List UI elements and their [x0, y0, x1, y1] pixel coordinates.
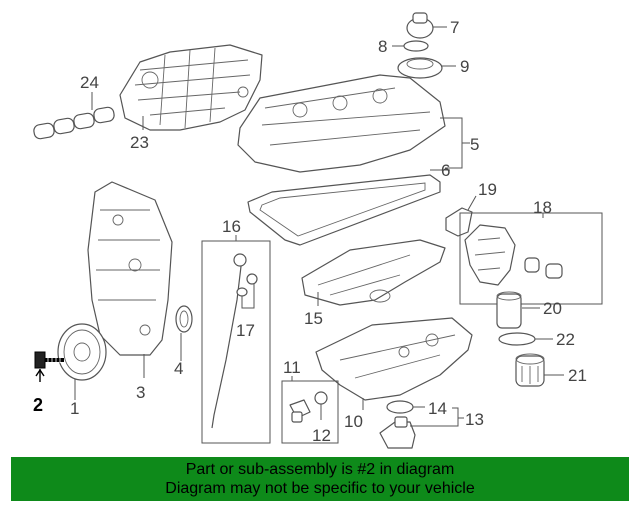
callout-2: 2: [33, 395, 43, 415]
callout-22: 22: [556, 330, 575, 349]
oil-filter-housing: [464, 224, 516, 286]
filler-neck: [397, 57, 443, 79]
cap-seal: [403, 40, 429, 52]
valve-cover: [237, 74, 446, 173]
crankshaft-bolt: [34, 351, 64, 369]
callout-15: 15: [304, 309, 323, 328]
callout-3: 3: [136, 383, 145, 402]
banner-line-1: Part or sub-assembly is #2 in diagram: [185, 461, 455, 478]
crankshaft-pulley: [57, 323, 107, 381]
oil-filter-cap: [515, 353, 545, 387]
drain-plug-gasket: [314, 391, 328, 405]
housing-plugs: [524, 257, 563, 279]
callout-12: 12: [312, 426, 331, 445]
callout-21: 21: [568, 366, 587, 385]
callout-19: 19: [478, 180, 497, 199]
callout-1: 1: [70, 399, 79, 418]
info-banner: Part or sub-assembly is #2 in diagram Di…: [11, 457, 629, 501]
callout-8: 8: [378, 37, 387, 56]
parts-diagram: 24 23 7 8 9 5 6 19: [33, 12, 603, 449]
callout-20: 20: [543, 299, 562, 318]
timing-cover: [87, 181, 173, 356]
valve-cover-gasket: [247, 174, 441, 246]
callout-6: 6: [441, 161, 450, 180]
oil-level-sensor: [379, 416, 416, 449]
callout-10: 10: [344, 412, 363, 431]
banner-line-2: Diagram may not be specific to your vehi…: [165, 480, 475, 497]
callout-11: 11: [283, 358, 301, 377]
oil-filler-cap: [406, 12, 434, 39]
callout-13: 13: [465, 410, 484, 429]
callout-5: 5: [470, 135, 479, 154]
sensor-seal: [386, 400, 414, 414]
callout-18: 18: [533, 198, 552, 217]
callout-16: 16: [222, 217, 241, 236]
bracket: [445, 207, 473, 237]
oil-filter: [496, 291, 522, 329]
callout-17: 17: [236, 321, 255, 340]
callout-24: 24: [80, 73, 99, 92]
drain-plug: [289, 399, 311, 423]
callout-14: 14: [428, 399, 447, 418]
oil-pan-lower: [315, 317, 473, 401]
callout-23: 23: [130, 133, 149, 152]
front-crank-seal: [175, 305, 193, 333]
intake-gasket: [33, 106, 115, 140]
callout-4: 4: [174, 359, 183, 378]
filter-cap-o-ring: [498, 332, 536, 346]
oil-pan-upper: [301, 239, 446, 306]
callout-7: 7: [450, 18, 459, 37]
dipstick: [211, 253, 247, 429]
dipstick-seals: [236, 273, 258, 297]
intake-manifold: [119, 44, 263, 131]
callout-9: 9: [460, 57, 469, 76]
